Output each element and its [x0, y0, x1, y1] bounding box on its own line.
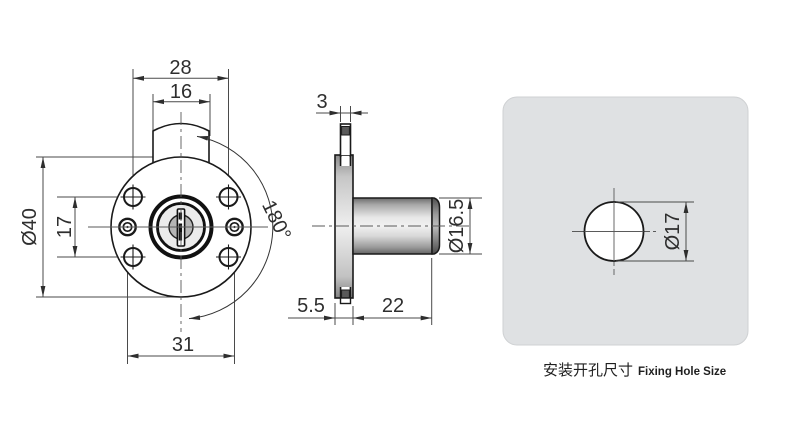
caption-chinese: 安装开孔尺寸	[543, 362, 633, 379]
fixing-hole-panel: Ø17 安装开孔尺寸 Fixing Hole Size	[502, 96, 749, 379]
side-dimensions: 3 Ø16.5 5.5 22	[288, 91, 473, 321]
dim-55-label: 5.5	[297, 295, 325, 317]
screw-bottom-right	[216, 244, 241, 270]
fixing-hole	[572, 188, 656, 275]
dim-31-label: 31	[172, 334, 194, 356]
screw-top-right	[216, 184, 241, 210]
housing-tab-notch-bottom	[341, 289, 350, 299]
key-pin-lower	[178, 223, 183, 241]
front-extension-lines	[36, 69, 235, 364]
dim-d40-label: Ø40	[19, 208, 41, 246]
front-view: 180° 28 16 Ø40 17 31	[19, 57, 295, 364]
dim-d17-label: Ø17	[662, 213, 684, 251]
flange-plate	[334, 123, 354, 305]
housing-tab-notch	[341, 126, 350, 136]
dim-28-label: 28	[169, 57, 191, 79]
front-centerlines	[88, 112, 268, 332]
screw-top-left	[120, 184, 146, 210]
side-extension-lines	[334, 106, 482, 325]
key-pin-upper	[178, 212, 183, 220]
front-dimensions: 28 16 Ø40 17 31	[19, 57, 235, 359]
dim-16-label: 16	[170, 81, 192, 103]
dim-17-label: 17	[54, 216, 76, 238]
panel-caption: 安装开孔尺寸 Fixing Hole Size	[543, 362, 726, 379]
dim-22-label: 22	[382, 295, 404, 317]
rotation-angle-label: 180°	[257, 197, 295, 244]
dim-3-label: 3	[316, 91, 327, 113]
caption-english: Fixing Hole Size	[638, 366, 726, 378]
dim-d165-label: Ø16.5	[446, 199, 468, 253]
side-view: 3 Ø16.5 5.5 22	[288, 91, 482, 325]
screw-bottom-left	[120, 244, 146, 270]
screw-holes	[120, 184, 241, 270]
housing-tab-bottom	[339, 297, 352, 305]
panel-dimensions: Ø17	[616, 201, 694, 262]
